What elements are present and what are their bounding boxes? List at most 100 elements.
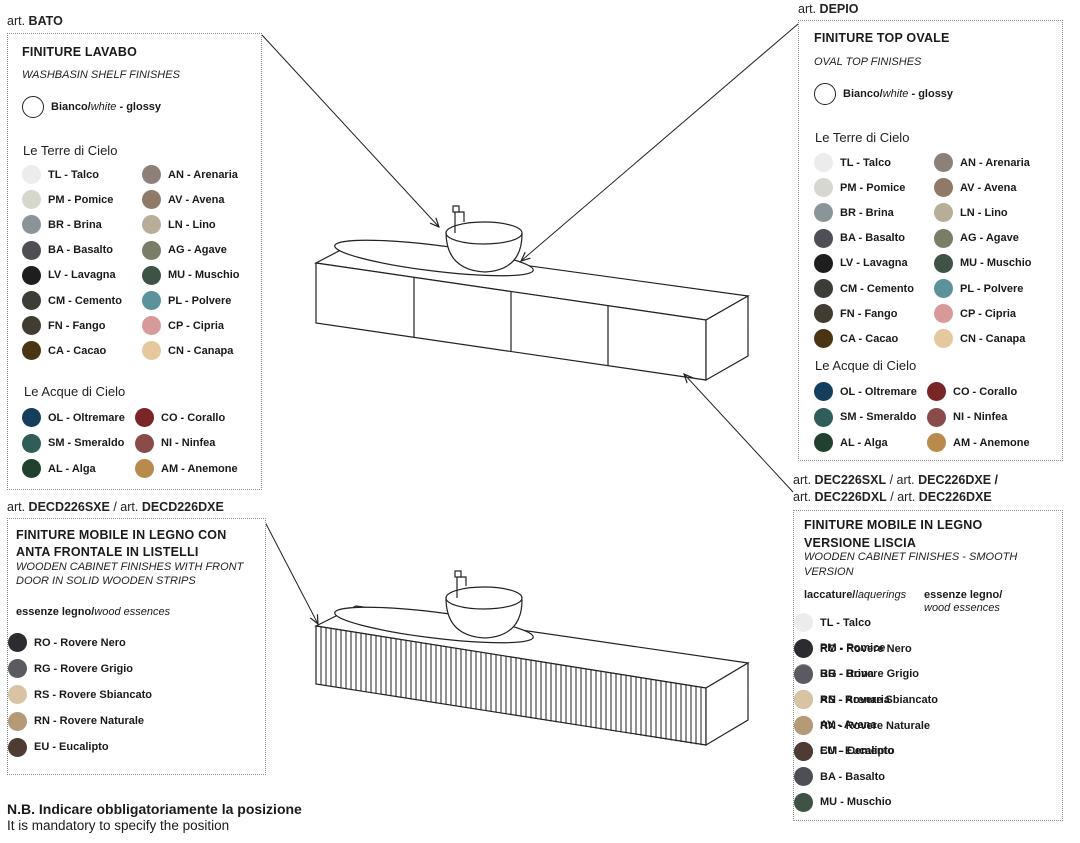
swatch-item: CA - Cacao	[814, 329, 899, 349]
wooden-strips	[320, 626, 702, 746]
swatch-label: AL - Alga	[840, 436, 888, 449]
swatch-dot	[794, 664, 813, 684]
swatch-label: PL - Polvere	[960, 282, 1024, 295]
swatch-dot	[814, 228, 833, 248]
swatch-dot	[142, 190, 161, 210]
panel-decd-finishes: FINITURE MOBILE IN LEGNO CON ANTA FRONTA…	[7, 518, 266, 775]
swatch-item: RG - Rovere Grigio	[794, 664, 919, 684]
swatch-label: AV - Avena	[960, 181, 1017, 194]
swatch-item: RO - Rovere Nero	[8, 633, 126, 652]
swatch-dot	[22, 265, 41, 285]
swatch-label: RO - Rovere Nero	[820, 642, 912, 655]
panel-bato-finishes: FINITURE LAVABO WASHBASIN SHELF FINISHES…	[7, 33, 262, 490]
swatch-label: RN - Rovere Naturale	[34, 715, 145, 728]
swatch-dot	[135, 433, 154, 453]
swatch-dot	[927, 382, 946, 401]
swatch-label: CA - Cacao	[840, 332, 899, 345]
swatch-label: SM - Smeraldo	[48, 437, 125, 449]
swatch-label: RS - Rovere Sbiancato	[820, 693, 938, 706]
swatch-dot	[142, 291, 161, 310]
panel-subtitle-line2: VERSION	[804, 566, 854, 578]
swatch-dot	[814, 382, 833, 401]
swatch-label: EU - Eucalipto	[34, 741, 109, 754]
swatch-dot	[22, 408, 41, 427]
swatch-item: RS - Rovere Sbiancato	[8, 685, 152, 705]
swatch-dot	[814, 178, 833, 198]
swatch-item: BA - Basalto	[22, 240, 113, 260]
swatch-item: MU - Muschio	[142, 265, 240, 285]
swatch-item: TL - Talco	[794, 613, 871, 632]
swatch-label: AN - Arenaria	[168, 168, 238, 181]
swatch-dot	[142, 165, 161, 184]
panel-dec-finishes: FINITURE MOBILE IN LEGNO VERSIONE LISCIA…	[793, 510, 1063, 821]
panel-subtitle-line1: WOODEN CABINET FINISHES - SMOOTH	[804, 551, 1018, 563]
swatch-dot	[794, 741, 813, 761]
cabinet-bottom-illustration	[314, 570, 750, 747]
panel-subtitle-line1: WOODEN CABINET FINISHES WITH FRONT	[16, 561, 244, 573]
essence-header: essenze legno/wood essences	[924, 589, 1003, 614]
swatch-item: AV - Avena	[142, 190, 224, 210]
swatch-label: PM - Pomice	[840, 181, 906, 194]
swatch-label: LV - Lavagna	[840, 257, 908, 270]
swatch-dot	[142, 316, 161, 336]
swatch-label: PM - Pomice	[48, 193, 114, 206]
swatch-item: OL - Oltremare	[814, 382, 917, 401]
swatch-dot	[934, 153, 953, 172]
swatch-item: AL - Alga	[22, 459, 96, 478]
swatch-label: MU - Muschio	[960, 257, 1032, 270]
swatch-label: CN - Canapa	[960, 332, 1026, 345]
swatch-dot	[135, 459, 154, 478]
swatch-dot	[934, 178, 953, 198]
swatch-dot	[22, 190, 41, 210]
swatch-label: AV - Avena	[820, 719, 877, 732]
swatch-label: EU - Eucalipto	[820, 745, 895, 758]
swatch-item: AL - Alga	[814, 433, 888, 452]
swatch-item: EU - Eucalipto	[8, 737, 109, 757]
art-label-dec-line1: art. DEC226SXL / art. DEC226DXE /	[793, 473, 998, 487]
panel-depio-finishes: FINITURE TOP OVALE OVAL TOP FINISHES Bia…	[798, 20, 1063, 461]
cabinet-top-illustration	[314, 205, 750, 382]
swatch-label: AM - Anemone	[953, 436, 1030, 449]
swatch-label: AG - Agave	[168, 244, 227, 257]
swatch-item: CN - Canapa	[934, 329, 1026, 349]
swatch-item: CM - Cemento	[814, 279, 914, 298]
swatch-label: OL - Oltremare	[48, 411, 125, 424]
swatch-label: PM - Pomice	[820, 642, 886, 655]
panel-title-line1: FINITURE MOBILE IN LEGNO	[804, 518, 983, 532]
swatch-label: BA - Basalto	[48, 244, 113, 257]
swatch-dot	[934, 304, 953, 324]
swatch-dot	[794, 767, 813, 787]
swatch-dot	[814, 407, 833, 427]
swatch-label: AN - Arenaria	[820, 693, 890, 706]
swatch-label: BR - Brina	[820, 667, 874, 680]
section-title-terre: Le Terre di Cielo	[23, 143, 118, 158]
swatch-label: MU - Muschio	[820, 796, 892, 809]
swatch-item: AM - Anemone	[927, 433, 1030, 452]
swatch-dot	[8, 633, 27, 652]
swatch-item: LV - Lavagna	[22, 265, 116, 285]
swatch-label: BA - Basalto	[820, 770, 885, 783]
swatch-dot	[794, 716, 813, 736]
swatch-item: PL - Polvere	[934, 279, 1023, 298]
swatch-item: CP - Cipria	[142, 316, 224, 336]
swatch-item: CM - Cemento	[22, 291, 122, 310]
swatch-dot	[814, 433, 833, 452]
swatch-label: CM - Cemento	[820, 745, 894, 757]
swatch-dot	[22, 96, 44, 118]
swatch-label: AN - Arenaria	[960, 156, 1030, 169]
swatch-item: EU - Eucalipto	[794, 741, 895, 761]
panel-title-line1: FINITURE MOBILE IN LEGNO CON	[16, 528, 227, 542]
swatch-dot	[22, 459, 41, 478]
swatch-dot	[814, 153, 833, 172]
section-title-acque: Le Acque di Cielo	[24, 384, 126, 399]
art-label-decd: art. DECD226SXE / art. DECD226DXE	[7, 500, 224, 514]
swatch-item: RN - Rovere Naturale	[8, 711, 145, 731]
swatch-dot	[934, 203, 953, 223]
swatch-label: RN - Rovere Naturale	[820, 719, 931, 732]
swatch-dot	[934, 279, 953, 298]
swatch-label: CA - Cacao	[48, 344, 107, 357]
swatch-label: OL - Oltremare	[840, 385, 917, 398]
swatch-item: AG - Agave	[142, 240, 227, 260]
essence-header: essenze legno/wood essences	[16, 606, 171, 618]
swatch-dot	[794, 639, 813, 658]
